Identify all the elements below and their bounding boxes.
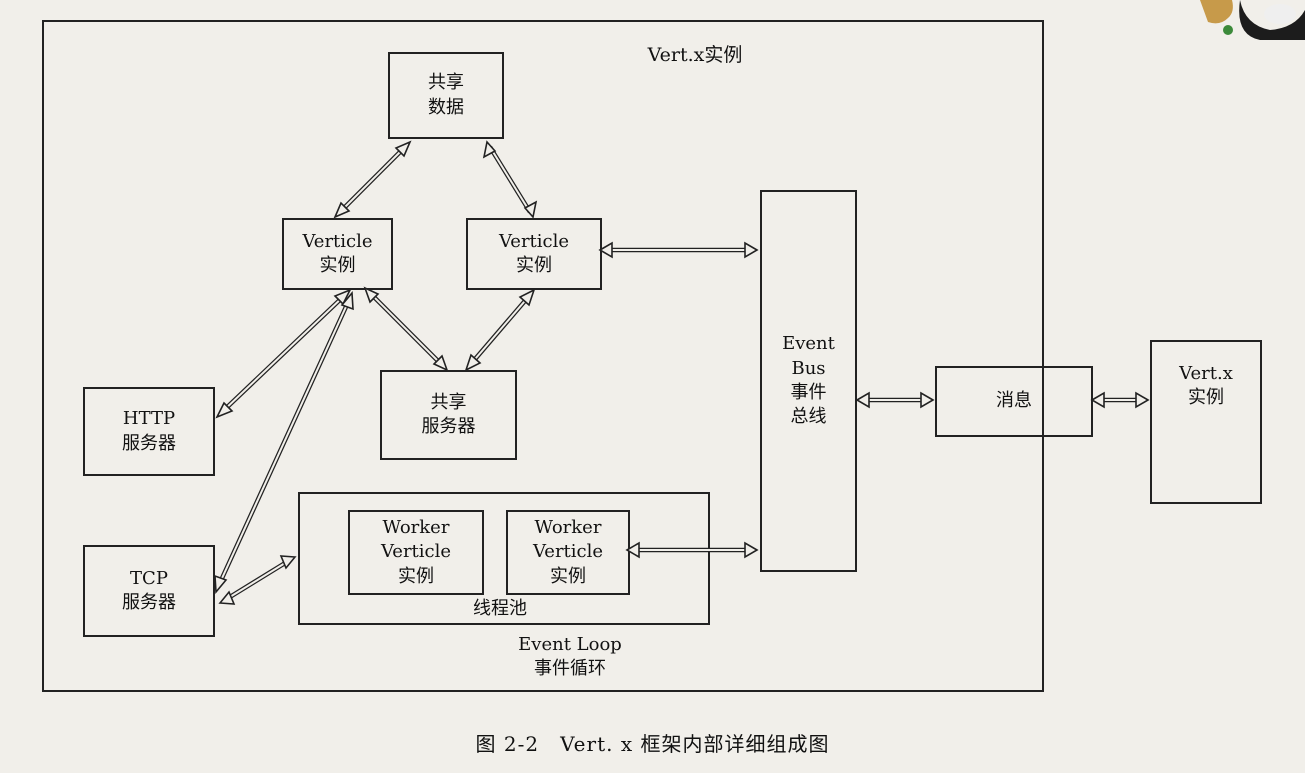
tcp-server-line-2: 服务器 — [122, 592, 176, 613]
vertx-instance-frame — [42, 20, 1044, 692]
shared-server-line-2: 服务器 — [421, 416, 476, 437]
worker-1-line-3: 实例 — [398, 565, 434, 587]
event-bus-line-2: Bus — [791, 357, 826, 379]
shared-data-box: 共享 数据 — [388, 52, 504, 139]
message-label: 消息 — [996, 390, 1032, 412]
worker-1-line-2: Verticle — [380, 541, 452, 563]
http-server-line-2: 服务器 — [122, 432, 176, 454]
http-server-line-1: HTTP — [122, 408, 176, 430]
worker-1-line-1: Worker — [382, 517, 450, 539]
worker-verticle-box-1: Worker Verticle 实例 — [348, 510, 484, 595]
remote-instance-line-1: Vert.x — [1179, 363, 1233, 384]
mascot-sticker-icon — [1200, 0, 1305, 40]
remote-instance-line-2: 实例 — [1188, 387, 1224, 409]
event-bus-line-1: Event — [782, 333, 835, 355]
worker-2-line-1: Worker — [534, 517, 602, 539]
thread-pool-label: 线程池 — [473, 598, 527, 619]
verticle-1-line-1: Verticle — [302, 230, 373, 252]
shared-server-line-1: 共享 — [430, 391, 467, 413]
verticle-2-line-2: 实例 — [516, 255, 552, 276]
worker-verticle-box-2: Worker Verticle 实例 — [506, 510, 630, 595]
verticle-2-line-1: Verticle — [498, 230, 570, 252]
event-bus-line-3: 事件 — [790, 382, 827, 403]
worker-2-line-3: 实例 — [550, 565, 586, 587]
worker-2-line-2: Verticle — [532, 541, 604, 563]
shared-server-box: 共享 服务器 — [380, 370, 517, 460]
event-loop-line-1: Event Loop — [518, 634, 622, 655]
arrow-heads — [214, 140, 1150, 605]
vertx-instance-label: Vert.x实例 — [647, 44, 743, 66]
tcp-server-box: TCP 服务器 — [83, 545, 215, 637]
shared-data-line-2: 数据 — [428, 96, 464, 118]
remote-vertx-instance-box: Vert.x 实例 — [1150, 340, 1262, 504]
arrow-inner — [217, 146, 1143, 601]
shared-data-line-1: 共享 — [428, 72, 464, 94]
arrow-outlines — [215, 145, 1143, 602]
http-server-box: HTTP 服务器 — [83, 387, 215, 476]
figure-caption: 图 2-2 Vert. x 框架内部详细组成图 — [475, 732, 830, 756]
thread-pool-box — [298, 492, 710, 625]
event-bus-box: Event Bus 事件 总线 — [760, 190, 857, 572]
message-box: 消息 — [935, 366, 1093, 437]
tcp-server-line-1: TCP — [130, 567, 168, 589]
event-loop-line-2: 事件循环 — [534, 658, 606, 680]
verticle-instance-box-2: Verticle 实例 — [466, 218, 602, 290]
event-bus-line-4: 总线 — [790, 406, 827, 428]
verticle-instance-box-1: Verticle 实例 — [282, 218, 393, 290]
verticle-1-line-2: 实例 — [319, 255, 356, 276]
event-loop-label: Event Loop 事件循环 — [490, 633, 650, 682]
